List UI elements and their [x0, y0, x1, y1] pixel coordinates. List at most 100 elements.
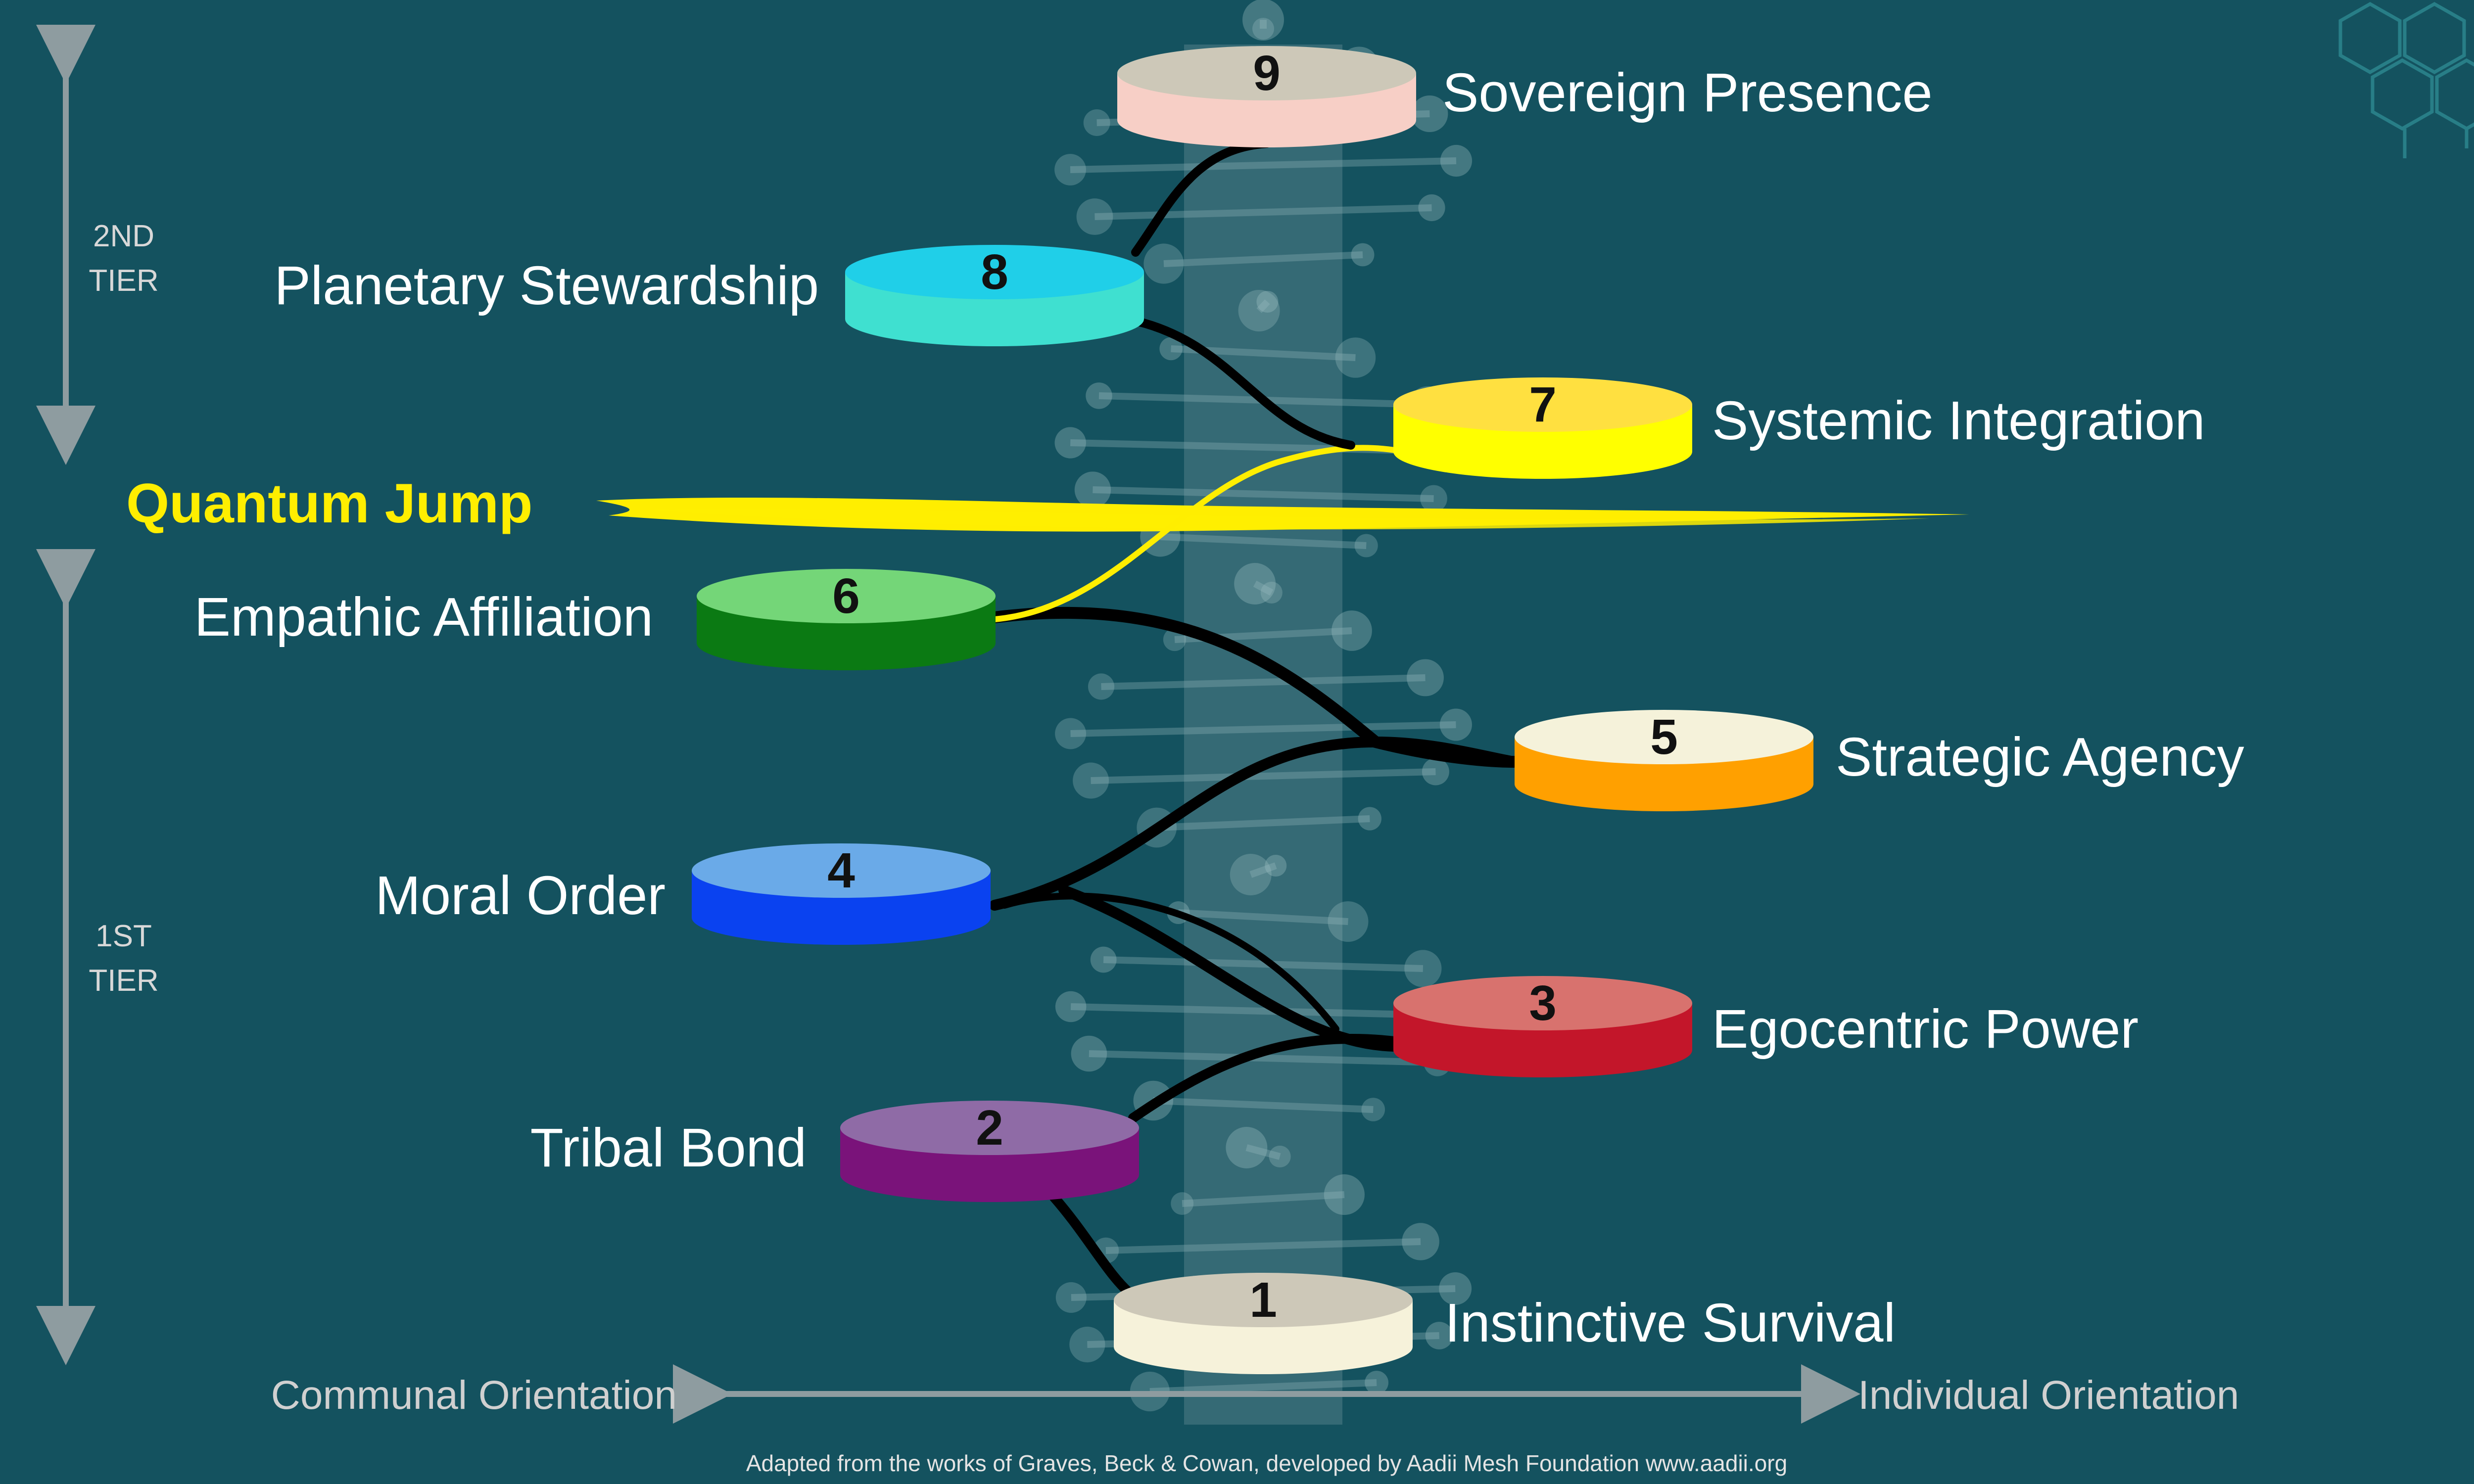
helix-node [1422, 758, 1449, 786]
level-number-2: 2 [976, 1100, 1003, 1156]
level-labels: Instinctive Survival Tribal Bond Egocent… [194, 62, 2244, 1353]
helix-core-band [1184, 45, 1342, 1425]
helix-node [1054, 154, 1086, 186]
helix-node [1407, 659, 1444, 696]
connector-1 [1049, 1192, 1138, 1301]
credit-line: Adapted from the works of Graves, Beck &… [746, 1450, 1787, 1476]
level-label-8: Planetary Stewardship [274, 255, 819, 316]
helix-rung [1070, 1003, 1456, 1019]
helix-node [1332, 610, 1372, 651]
level-label-4: Moral Order [375, 865, 666, 926]
helix-node [1143, 243, 1184, 284]
first-tier-label-line2: TIER [89, 964, 158, 998]
helix-node [1420, 485, 1447, 512]
helix-rung [1156, 815, 1370, 831]
helix-node [1055, 991, 1087, 1022]
level-disc-8: 8 [845, 244, 1144, 346]
helix-node [1269, 1145, 1291, 1168]
helix-rung [1101, 674, 1426, 690]
helix-node [1404, 950, 1442, 987]
level-disc-5: 5 [1515, 709, 1813, 811]
level-disc-1: 1 [1114, 1272, 1413, 1374]
level-number-3: 3 [1529, 975, 1557, 1031]
second-tier-label-line1: 2ND [93, 219, 154, 253]
disc-top [1393, 976, 1692, 1030]
level-disc-2: 2 [840, 1100, 1139, 1202]
helix-node [1439, 1272, 1472, 1305]
helix-node [1074, 471, 1111, 508]
helix-rung [1070, 157, 1457, 173]
quantum-jump-label: Quantum Jump [126, 472, 532, 534]
level-label-3: Egocentric Power [1712, 999, 2139, 1060]
helix-node [1260, 581, 1283, 604]
level-disc-7: 7 [1393, 377, 1692, 479]
helix-node [1402, 1223, 1439, 1260]
helix-node [1083, 109, 1110, 136]
connector-5 [989, 736, 1520, 911]
connector-6 [989, 606, 1520, 768]
helix-node [1090, 946, 1117, 973]
level-disc-4: 4 [692, 843, 991, 945]
helix-node [1055, 718, 1087, 749]
helix-node [1088, 673, 1115, 700]
helix-rung [1149, 1379, 1377, 1395]
level-number-1: 1 [1249, 1272, 1277, 1328]
helix-node [1230, 854, 1272, 895]
level-number-4: 4 [827, 843, 855, 898]
helix-rung [1093, 486, 1434, 502]
helix-node [1242, 0, 1284, 41]
helix-node [1252, 18, 1274, 40]
level-number-7: 7 [1529, 377, 1557, 432]
helix-rung [1163, 251, 1363, 267]
level-label-5: Strategic Agency [1836, 727, 2244, 788]
helix-node [1324, 1174, 1365, 1215]
disc-top [840, 1101, 1139, 1155]
helix-rung [1160, 533, 1367, 549]
helix-node [1171, 1192, 1194, 1215]
disc-top [1393, 377, 1692, 432]
helix-node [1425, 1322, 1453, 1349]
helix-node [1234, 563, 1276, 604]
connector-9 [1131, 139, 1271, 257]
disc-top [1114, 1273, 1413, 1327]
dna-helix-background [1054, 0, 1473, 1425]
helix-node [1440, 144, 1473, 177]
helix-node [1265, 854, 1287, 877]
first-tier-label-line1: 1ST [95, 919, 152, 953]
helix-rung [1153, 1097, 1374, 1113]
disc-top [1117, 46, 1416, 100]
level-number-5: 5 [1650, 709, 1678, 765]
connector-8 [1134, 317, 1355, 450]
disc-top [697, 569, 996, 623]
level-connectors [989, 139, 1520, 1301]
helix-node [1418, 194, 1445, 222]
helix-node [1335, 337, 1376, 378]
helix-node [1076, 198, 1113, 235]
helix-node [1328, 901, 1369, 942]
helix-node [1361, 1098, 1385, 1121]
helix-rung [1094, 204, 1432, 220]
helix-node [1055, 1282, 1087, 1313]
connector-4 [1001, 892, 1339, 1032]
level-label-7: Systemic Integration [1712, 390, 2205, 451]
second-tier-label-line2: TIER [89, 264, 158, 298]
helix-node [1071, 1035, 1107, 1072]
level-number-9: 9 [1253, 46, 1281, 101]
level-disc-6: 6 [697, 568, 996, 670]
level-label-6: Empathic Affiliation [194, 587, 653, 648]
disc-top [1515, 710, 1813, 764]
helix-node [1365, 1371, 1389, 1394]
helix-rung [1249, 862, 1277, 878]
level-number-8: 8 [981, 244, 1008, 300]
helix-node [1073, 762, 1109, 799]
helix-rung [1256, 299, 1270, 313]
helix-node [1351, 243, 1375, 267]
helix-node [1439, 708, 1472, 741]
helix-node [1256, 290, 1279, 313]
disc-top [692, 843, 991, 898]
helix-rung [1182, 1191, 1345, 1207]
helix-node [1086, 382, 1112, 409]
level-label-9: Sovereign Presence [1442, 62, 1933, 123]
hexagon-logo-icon [2338, 1, 2474, 158]
level-label-1: Instinctive Survival [1445, 1293, 1896, 1353]
